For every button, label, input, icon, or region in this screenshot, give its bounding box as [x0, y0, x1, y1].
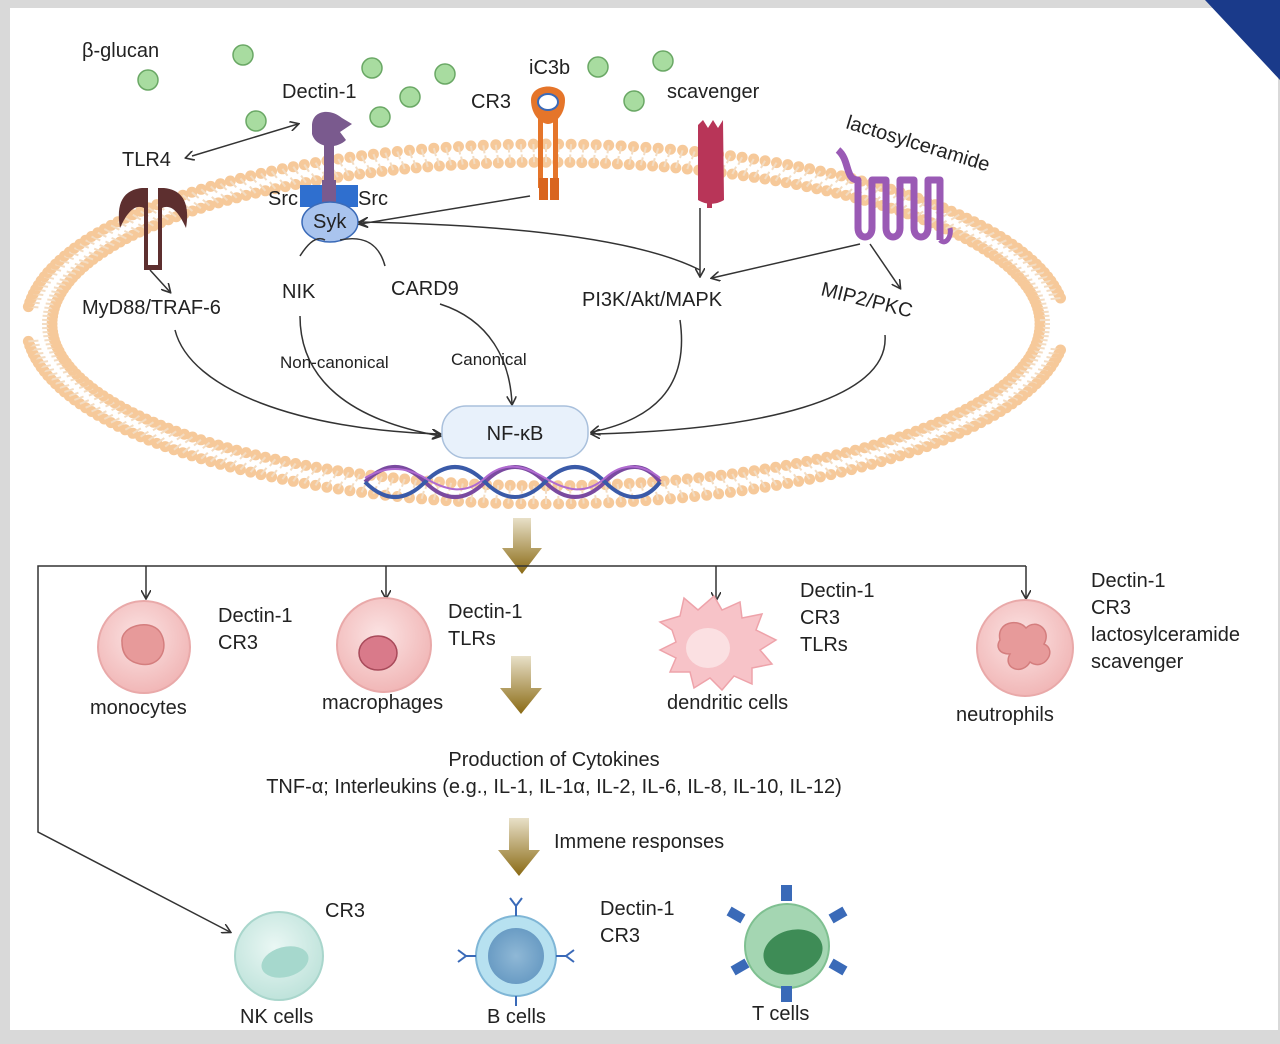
macrophages-label: macrophages — [322, 692, 443, 714]
myd88-label: MyD88/TRAF-6 — [82, 297, 221, 319]
macrophages-receptor-2: TLRs — [448, 628, 496, 650]
syk-label: Syk — [313, 211, 347, 233]
scavenger-label: scavenger — [667, 81, 760, 103]
cr3-label: CR3 — [471, 91, 511, 113]
monocytes-label: monocytes — [90, 697, 187, 719]
scavenger-receptor-icon — [698, 120, 724, 208]
macrophages-receptor-1: Dectin-1 — [448, 601, 522, 623]
dendritic-receptor-2: CR3 — [800, 607, 840, 629]
nk-receptor-1: CR3 — [325, 900, 365, 922]
neutrophils-receptor-2: CR3 — [1091, 597, 1131, 619]
dendritic-receptor-3: TLRs — [800, 634, 848, 656]
nf-kb-label: NF-κB — [487, 423, 544, 445]
src-right-label: Src — [358, 188, 388, 210]
t-cells-label: T cells — [752, 1003, 809, 1025]
monocytes-receptor-1: Dectin-1 — [218, 605, 292, 627]
macrophage-cell-icon — [337, 598, 431, 692]
canonical-label: Canonical — [451, 350, 527, 369]
pi3k-label: PI3K/Akt/MAPK — [582, 289, 723, 311]
card9-label: CARD9 — [391, 278, 459, 300]
cytokines-list: TNF-α; Interleukins (e.g., IL-1, IL-1α, … — [266, 776, 842, 798]
neutrophils-receptor-4: scavenger — [1091, 651, 1184, 673]
b-cells-receptor-2: CR3 — [600, 925, 640, 947]
b-cells-receptor-1: Dectin-1 — [600, 898, 674, 920]
monocyte-cell-icon — [98, 601, 190, 693]
non-canonical-label: Non-canonical — [280, 353, 389, 372]
beta-glucan-label: β-glucan — [82, 40, 159, 62]
monocytes-receptor-2: CR3 — [218, 632, 258, 654]
immune-responses-label: Immene responses — [554, 831, 724, 853]
dendritic-receptor-1: Dectin-1 — [800, 580, 874, 602]
neutrophil-cell-icon — [977, 600, 1073, 696]
nik-label: NIK — [282, 281, 316, 303]
src-left-label: Src — [268, 188, 298, 210]
nk-cells-label: NK cells — [240, 1006, 313, 1028]
neutrophils-receptor-1: Dectin-1 — [1091, 570, 1165, 592]
neutrophils-label: neutrophils — [956, 704, 1054, 726]
b-cells-label: B cells — [487, 1006, 546, 1028]
nk-cell-icon — [235, 912, 323, 1000]
cytokines-title: Production of Cytokines — [448, 749, 659, 771]
dendritic-cells-label: dendritic cells — [667, 692, 788, 714]
ic3b-label: iC3b — [529, 57, 570, 79]
neutrophils-receptor-3: lactosylceramide — [1091, 624, 1240, 646]
tlr4-label: TLR4 — [122, 149, 171, 171]
dectin-1-label: Dectin-1 — [282, 81, 356, 103]
